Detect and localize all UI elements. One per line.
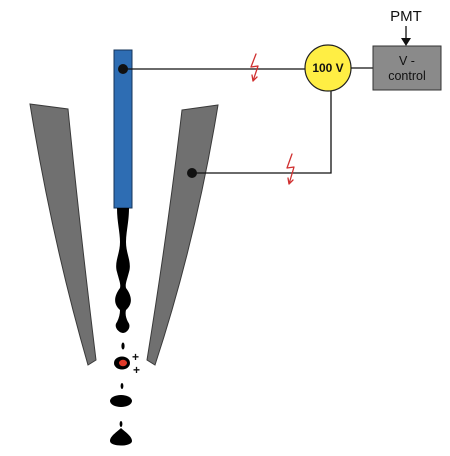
wire-source-to-plate xyxy=(192,88,332,174)
liquid-jet xyxy=(115,208,131,333)
voltage-source-label: 100 V xyxy=(312,61,343,75)
satellite-drop xyxy=(120,383,124,389)
left-deflection-plate xyxy=(29,103,97,366)
charge-sign-2: + xyxy=(133,363,140,377)
charged-drop-core xyxy=(119,359,127,367)
satellite-drop xyxy=(121,342,125,350)
lightning-bolt-icon xyxy=(286,153,295,185)
voltage-control-box xyxy=(372,45,442,91)
charge-sign-1: + xyxy=(132,350,139,364)
flattened-drop xyxy=(110,395,132,407)
teardrop-drop xyxy=(110,428,132,446)
plate-contact-point xyxy=(187,168,197,178)
arrow-down-icon xyxy=(401,38,411,46)
satellite-drop xyxy=(119,421,123,427)
right-deflection-plate xyxy=(146,104,219,366)
voltage-control-label-line1: V - xyxy=(399,54,415,68)
pmt-label: PMT xyxy=(390,8,422,25)
lightning-bolt-icon xyxy=(250,53,259,82)
voltage-control-label-line2: control xyxy=(388,69,426,83)
